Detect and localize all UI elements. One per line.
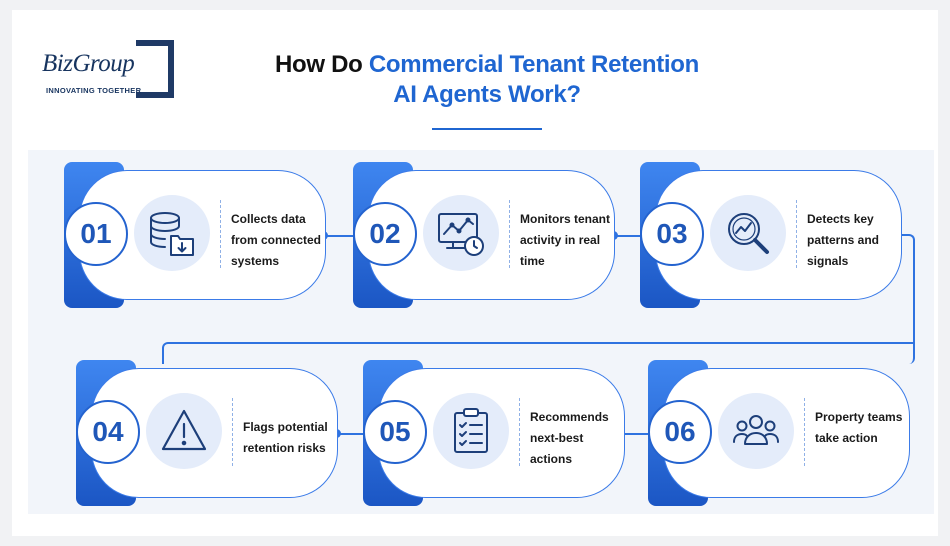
step-label: Recommends next-best actions [530, 410, 609, 466]
step-divider [796, 200, 797, 268]
title-prefix: How Do [274, 51, 369, 78]
step-number: 05 [363, 400, 427, 464]
connector-4-5 [337, 433, 367, 435]
step-number: 03 [640, 202, 704, 266]
logo-tagline: INNOVATING TOGETHER [46, 86, 142, 95]
title-underline [432, 128, 542, 130]
connector-3-4-right [895, 234, 915, 344]
title-line2: AI Agents Work? [393, 81, 581, 108]
step-divider [519, 398, 520, 466]
step-03: 03 Detects key patterns and signals [640, 162, 902, 308]
step-01: 01 Collects data from connected systems [64, 162, 326, 308]
step-divider [232, 398, 233, 466]
step-label: Collects data from connected systems [231, 212, 322, 268]
warning-icon [146, 393, 222, 469]
connector-1-2 [324, 235, 358, 237]
step-06: 06 Property teams take action [648, 360, 910, 506]
step-number: 04 [76, 400, 140, 464]
canvas: BizGroup INNOVATING TOGETHER How Do Comm… [12, 10, 938, 536]
connector-5-6 [620, 433, 660, 435]
step-label: Flags potential retention risks [243, 420, 328, 455]
logo-frame [136, 40, 174, 98]
logo-wordmark: BizGroup [42, 50, 135, 77]
step-divider [220, 200, 221, 268]
step-04: 04 Flags potential retention risks [76, 360, 338, 506]
connector-2-3 [614, 235, 646, 237]
database-icon [134, 195, 210, 271]
step-divider [804, 398, 805, 466]
step-label: Monitors tenant activity in real time [520, 212, 610, 268]
step-number: 01 [64, 202, 128, 266]
bizgroup-logo: BizGroup INNOVATING TOGETHER [40, 40, 175, 100]
flow-panel: 01 Collects data from connected systems … [28, 150, 934, 514]
magnifier-chart-icon [710, 195, 786, 271]
step-divider [509, 200, 510, 268]
step-number: 06 [648, 400, 712, 464]
step-label: Property teams take action [815, 410, 903, 445]
connector-3-4-left [162, 342, 915, 364]
step-02: 02 Monitors tenant activity in real time [353, 162, 615, 308]
monitor-chart-icon [423, 195, 499, 271]
step-label: Detects key patterns and signals [807, 212, 880, 268]
checklist-icon [433, 393, 509, 469]
title-highlight: Commercial Tenant Retention [368, 51, 700, 78]
page-title: How Do Commercial Tenant Retention AI Ag… [197, 50, 777, 110]
step-05: 05 Recommends next-best actions [363, 360, 625, 506]
step-number: 02 [353, 202, 417, 266]
team-icon [718, 393, 794, 469]
